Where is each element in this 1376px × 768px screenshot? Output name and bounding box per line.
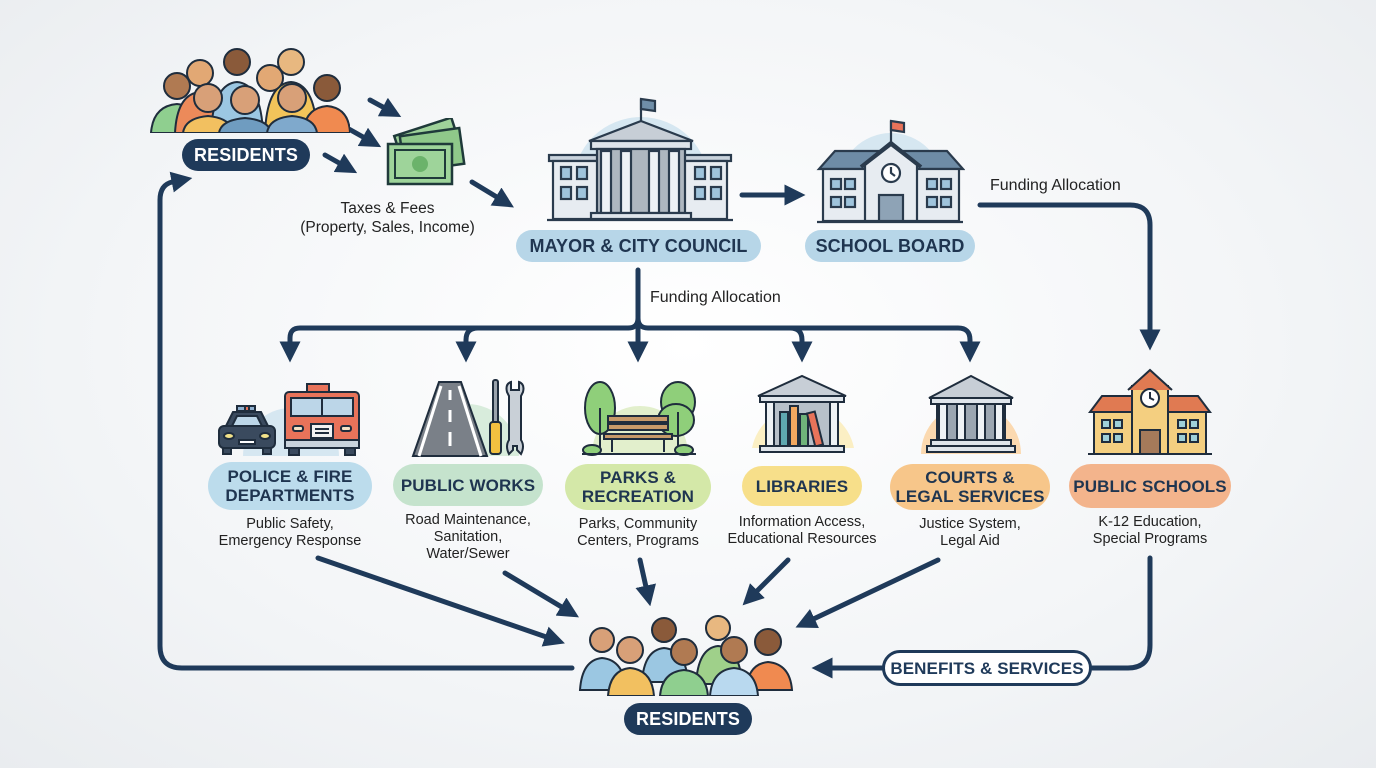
funding-allocation-label-right: Funding Allocation <box>990 177 1121 194</box>
desc-line: Information Access, <box>738 514 866 530</box>
libraries-label: LIBRARIES <box>755 476 849 496</box>
desc-line: Emergency Response <box>218 533 362 549</box>
desc-line: Road Maintenance, <box>405 512 531 528</box>
tax-arrow-2 <box>344 125 382 148</box>
school-board-to-public-schools-arrow <box>977 202 1161 351</box>
public-schools-description: K-12 Education, Special Programs <box>1075 514 1225 548</box>
funding-allocation-label-center: Funding Allocation <box>650 289 781 306</box>
desc-line: Public Safety, <box>246 516 334 532</box>
desc-line: Parks, Community <box>578 516 698 532</box>
residents-top-badge: RESIDENTS <box>182 139 310 171</box>
residents-group-icon <box>145 38 352 134</box>
desc-line: Water/Sewer <box>426 546 510 562</box>
residents-bottom-badge: RESIDENTS <box>624 703 752 735</box>
school-building-icon <box>1088 362 1212 458</box>
desc-line: Legal Aid <box>940 533 1000 549</box>
money-to-mayor-arrow <box>469 179 514 208</box>
public-schools-label: PUBLIC SCHOOLS <box>1073 476 1227 496</box>
desc-line: Special Programs <box>1092 531 1208 547</box>
desc-line: Justice System, <box>919 516 1021 532</box>
public-works-description: Road Maintenance, Sanitation, Water/Sewe… <box>393 512 543 563</box>
schools-to-benefits-line <box>1089 555 1153 671</box>
school-board-label: SCHOOL BOARD <box>815 235 965 256</box>
desc-line: Sanitation, <box>433 529 503 545</box>
parks-label-line2: RECREATION <box>581 487 695 506</box>
courts-to-residents-arrow <box>795 557 941 628</box>
police-fire-label-line1: POLICE & FIRE <box>227 467 353 486</box>
parks-to-residents-arrow <box>635 557 656 607</box>
public-works-label: PUBLIC WORKS <box>400 475 536 495</box>
tax-arrow-3 <box>322 152 358 174</box>
parks-recreation-badge: PARKS & RECREATION <box>565 464 711 510</box>
police-to-residents-arrow <box>315 555 565 647</box>
taxes-fees-label: Taxes & Fees (Property, Sales, Income) <box>280 199 495 237</box>
desc-line: Educational Resources <box>727 531 877 547</box>
parks-recreation-description: Parks, Community Centers, Programs <box>563 516 713 550</box>
park-bench-trees-icon <box>580 368 698 458</box>
tax-arrow-1 <box>367 97 402 118</box>
mayor-city-council-badge: MAYOR & CITY COUNCIL <box>516 230 761 262</box>
works-to-residents-arrow <box>502 570 580 618</box>
courts-legal-description: Justice System, Legal Aid <box>895 516 1045 550</box>
police-fire-badge: POLICE & FIRE DEPARTMENTS <box>208 462 372 510</box>
residents-bottom-label: RESIDENTS <box>636 708 740 729</box>
mayor-city-council-label: MAYOR & CITY COUNCIL <box>529 235 748 256</box>
library-books-icon <box>748 368 858 458</box>
road-tools-icon <box>405 370 535 460</box>
residents-bottom-group-icon <box>578 612 794 697</box>
money-icon <box>386 115 466 188</box>
residents-top-label: RESIDENTS <box>194 144 298 165</box>
public-works-badge: PUBLIC WORKS <box>393 464 543 506</box>
libraries-description: Information Access, Educational Resource… <box>722 514 882 548</box>
branch-courts <box>787 325 981 363</box>
taxes-line-2: (Property, Sales, Income) <box>300 219 475 236</box>
police-fire-label-line2: DEPARTMENTS <box>225 486 355 505</box>
city-hall-icon <box>545 95 735 225</box>
benefits-services-label: BENEFITS & SERVICES <box>890 658 1084 678</box>
branch-libraries <box>635 315 813 363</box>
public-schools-badge: PUBLIC SCHOOLS <box>1069 464 1231 508</box>
libraries-to-residents-arrow <box>742 557 791 606</box>
school-board-badge: SCHOOL BOARD <box>805 230 975 262</box>
police-car-fire-truck-icon <box>215 368 365 460</box>
police-fire-description: Public Safety, Emergency Response <box>200 516 380 550</box>
desc-line: K-12 Education, <box>1098 514 1202 530</box>
courts-label-line1: COURTS & <box>925 468 1015 487</box>
courthouse-icon <box>915 368 1025 458</box>
feedback-loop-arrow <box>157 171 575 671</box>
desc-line: Centers, Programs <box>577 533 699 549</box>
taxes-line-1: Taxes & Fees <box>340 200 435 217</box>
benefits-services-badge: BENEFITS & SERVICES <box>882 650 1092 686</box>
libraries-badge: LIBRARIES <box>742 466 862 506</box>
parks-label-line1: PARKS & <box>600 468 676 487</box>
courts-label-line2: LEGAL SERVICES <box>895 487 1045 506</box>
school-board-icon <box>815 115 966 225</box>
courts-legal-badge: COURTS & LEGAL SERVICES <box>890 464 1050 510</box>
